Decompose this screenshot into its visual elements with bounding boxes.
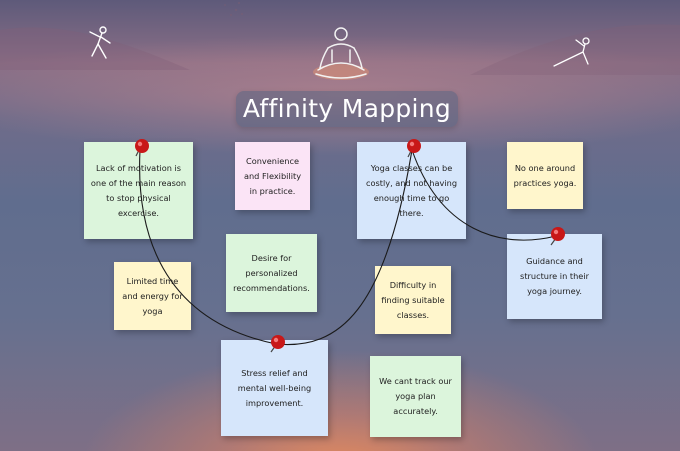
connector-string — [139, 149, 413, 346]
sticky-note[interactable]: We cant track our yoga plan accurately. — [370, 356, 461, 437]
note-text: Convenience and Flexibility in practice. — [243, 155, 302, 196]
note-text: Lack of motivation is one of the main re… — [90, 162, 187, 218]
sticky-note[interactable]: Convenience and Flexibility in practice. — [235, 142, 310, 210]
note-text: Limited time and energy for yoga — [122, 275, 183, 316]
title-box: Affinity Mapping — [236, 91, 458, 127]
page-title: Affinity Mapping — [242, 94, 452, 123]
note-text: Guidance and structure in their yoga jou… — [520, 256, 589, 296]
sticky-note[interactable]: No one around practices yoga. — [507, 142, 583, 209]
sticky-note[interactable]: Limited time and energy for yoga — [114, 262, 191, 330]
sticky-note[interactable]: Stress relief and mental well-being impr… — [221, 340, 328, 436]
note-text: No one around practices yoga. — [513, 162, 577, 188]
pushpin-icon[interactable] — [550, 227, 565, 246]
stretching-figure-icon — [89, 26, 111, 59]
note-text: We cant track our yoga plan accurately. — [379, 376, 452, 416]
note-text: Desire for personalized recommendations. — [233, 252, 310, 293]
yoga-pose-figure-icon — [553, 37, 590, 67]
note-text: Difficulty in finding suitable classes. — [381, 279, 445, 320]
sticky-note[interactable]: Yoga classes can be costly, and not havi… — [357, 142, 466, 239]
sticky-note[interactable]: Desire for personalized recommendations. — [226, 234, 317, 312]
note-text: Yoga classes can be costly, and not havi… — [365, 162, 458, 218]
pushpin-icon[interactable] — [270, 335, 285, 353]
pushpin-icon[interactable] — [135, 139, 149, 157]
connector-string — [411, 149, 557, 241]
sticky-note[interactable]: Difficulty in finding suitable classes. — [375, 266, 451, 334]
note-text: Stress relief and mental well-being impr… — [237, 367, 312, 408]
sticky-note[interactable]: Guidance and structure in their yoga jou… — [507, 234, 602, 319]
sticky-note[interactable]: Lack of motivation is one of the main re… — [84, 142, 193, 239]
yoga-meditation-icon — [313, 27, 369, 80]
pushpin-icon[interactable] — [407, 139, 421, 158]
